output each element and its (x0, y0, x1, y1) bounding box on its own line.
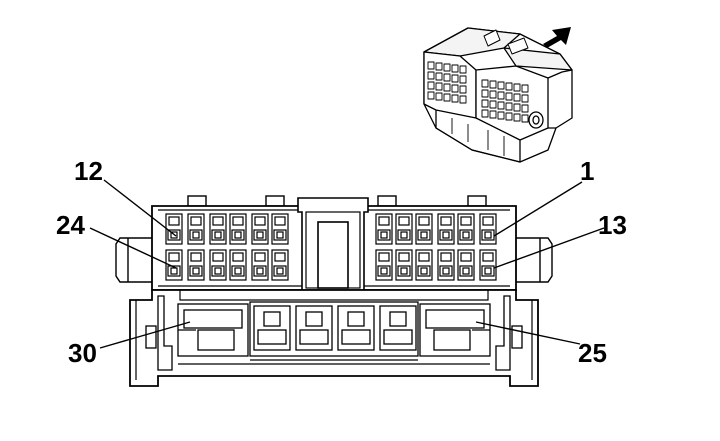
pin-cavity (457, 249, 475, 281)
pin-cavity (229, 249, 247, 281)
pin-cavity (209, 249, 227, 281)
pin-cavity (479, 213, 497, 245)
pin-label-24: 24 (56, 210, 85, 240)
connector-face (115, 195, 553, 387)
pin-cavity (187, 213, 205, 245)
pin-cavity (375, 213, 393, 245)
pin-cavity (229, 213, 247, 245)
pin-cavity (437, 249, 455, 281)
pin-cavity (187, 249, 205, 281)
pin-label-13: 13 (598, 210, 627, 240)
pin-cavity (271, 213, 289, 245)
pin-label-1: 1 (580, 156, 594, 186)
arrow-up-right-icon (543, 27, 571, 48)
pin-cavity (375, 249, 393, 281)
pin-cavity (415, 213, 433, 245)
pin-cavity (251, 249, 269, 281)
pin-cavity (395, 213, 413, 245)
pin-cavity (165, 213, 183, 245)
pin-cavity (479, 249, 497, 281)
connector-isometric-icon (423, 27, 573, 163)
pin-cavity (415, 249, 433, 281)
pin-cavity (395, 249, 413, 281)
pin-cavity (165, 249, 183, 281)
leader-lines (89, 179, 605, 349)
pin-label-25: 25 (578, 338, 607, 368)
pin-cavity (251, 213, 269, 245)
pin-cavity (437, 213, 455, 245)
pin-cavity (271, 249, 289, 281)
pin-cavity (209, 213, 227, 245)
pin-cavity (457, 213, 475, 245)
pin-label-12: 12 (74, 156, 103, 186)
pin-label-30: 30 (68, 338, 97, 368)
